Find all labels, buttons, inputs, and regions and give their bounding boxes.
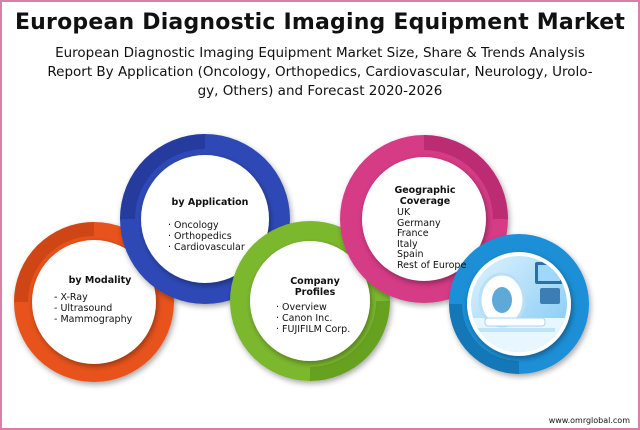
geographic-heading-line: Coverage xyxy=(399,196,451,207)
list-item: · Oncology xyxy=(168,220,219,231)
geographic-heading: Geographic Coverage xyxy=(377,185,473,207)
geographic-bubble: Geographic Coverage UK Germany France It… xyxy=(383,185,473,271)
subtitle-line: European Diagnostic Imaging Equipment Ma… xyxy=(55,45,585,61)
company-bubble: Company Profiles · Overview · Canon Inc.… xyxy=(270,276,360,335)
application-heading: by Application xyxy=(171,197,249,208)
subtitle-line: Report By Application (Oncology, Orthope… xyxy=(47,64,593,80)
list-item: · Orthopedics xyxy=(168,231,232,242)
modality-list: - X-Ray - Ultrasound - Mammography xyxy=(54,292,150,325)
list-item: · FUJIFILM Corp. xyxy=(276,324,351,335)
list-item: - X-Ray xyxy=(54,292,88,303)
list-item: - Mammography xyxy=(54,314,133,325)
company-list: · Overview · Canon Inc. · FUJIFILM Corp. xyxy=(276,302,360,335)
list-item: Rest of Europe xyxy=(397,259,467,271)
company-heading: Company Profiles xyxy=(270,276,360,298)
list-item: UK xyxy=(397,207,411,218)
list-item: Germany xyxy=(397,217,441,229)
list-item: Italy xyxy=(397,238,418,250)
company-heading-line: Company xyxy=(290,276,340,287)
subtitle-line: gy, Others) and Forecast 2020-2026 xyxy=(197,83,443,99)
page-title: European Diagnostic Imaging Equipment Ma… xyxy=(14,10,626,35)
list-item: · Overview xyxy=(276,302,327,313)
list-item: Spain xyxy=(397,249,424,260)
list-item: - Ultrasound xyxy=(54,303,113,314)
company-ring xyxy=(230,221,390,381)
list-item: · Canon Inc. xyxy=(276,313,333,324)
application-bubble: by Application · Oncology · Orthopedics … xyxy=(160,197,260,253)
modality-bubble: by Modality - X-Ray - Ultrasound - Mammo… xyxy=(50,275,150,325)
list-item: · Cardiovascular xyxy=(168,242,245,253)
company-heading-line: Profiles xyxy=(294,287,336,298)
geographic-list: UK Germany France Italy Spain Rest of Eu… xyxy=(397,207,473,271)
image-ring xyxy=(449,234,589,374)
geographic-heading-line: Geographic xyxy=(394,185,456,196)
application-list: · Oncology · Orthopedics · Cardiovascula… xyxy=(168,220,260,253)
modality-heading: by Modality xyxy=(68,275,132,286)
website-footer: www.omrglobal.com xyxy=(548,416,630,425)
list-item: France xyxy=(397,228,429,239)
page-subtitle: European Diagnostic Imaging Equipment Ma… xyxy=(40,44,600,101)
